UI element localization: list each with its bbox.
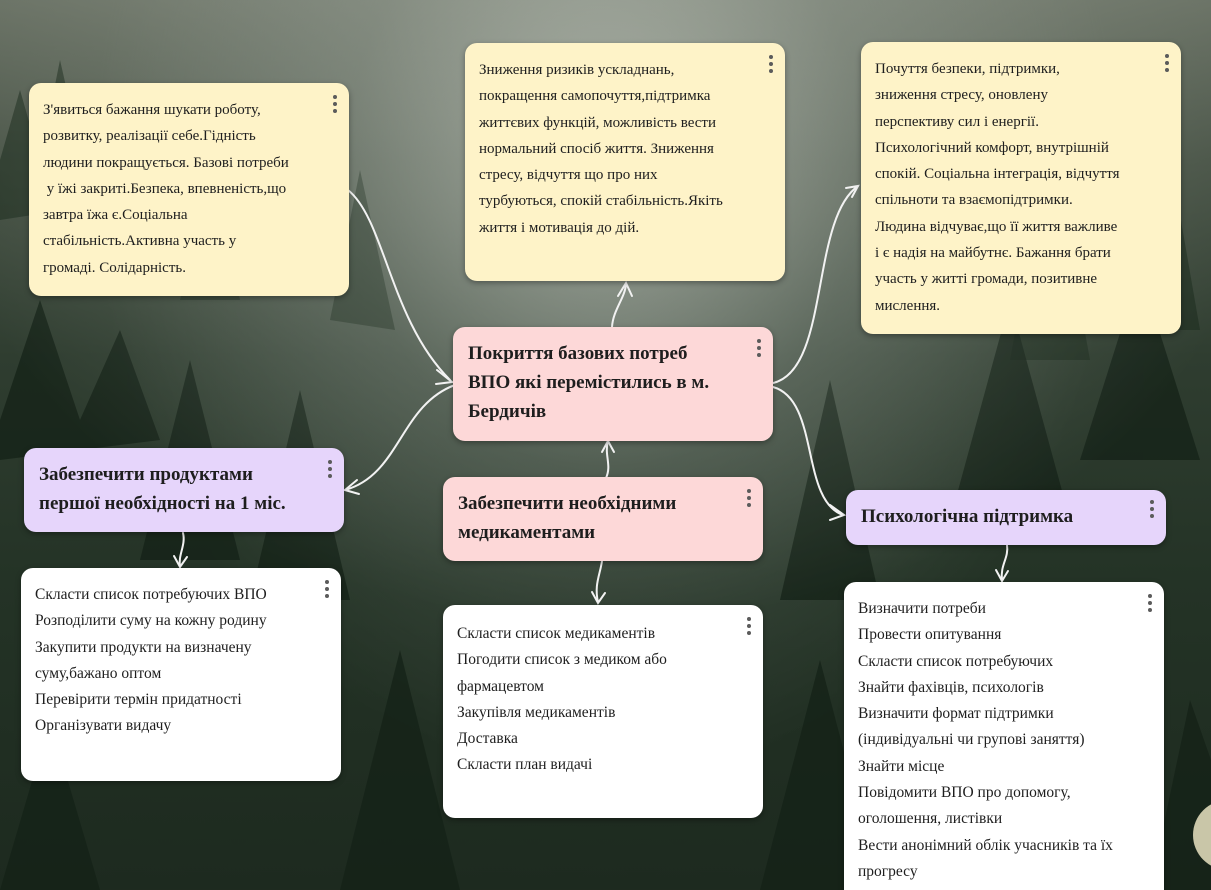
card-menu-icon[interactable] xyxy=(323,580,331,598)
task-psych-item: оголошення, листівки xyxy=(858,810,1003,828)
task-psych-item: Визначити формат підтримки xyxy=(858,705,1054,723)
central-topic-line: Бердичів xyxy=(468,401,547,422)
outcome-right-line: участь у житті громади, позитивне xyxy=(875,271,1098,288)
card-menu-icon[interactable] xyxy=(1163,54,1171,72)
task-medicine-item: Погодити список з медиком або xyxy=(457,651,667,669)
task-food-item: Скласти список потребуючих ВПО xyxy=(35,586,267,603)
outcome-center-line: покращення самопочуття,підтримка xyxy=(479,88,711,105)
outcome-left-line: З'явиться бажання шукати роботу, xyxy=(43,102,261,118)
outcome-center-line: стресу, відчуття що про них xyxy=(479,167,658,184)
card-menu-icon[interactable] xyxy=(745,489,753,507)
tasks-card-psych[interactable]: Визначити потреби Провести опитування Ск… xyxy=(844,582,1164,890)
outcome-right-line: Психологічний комфорт, внутрішній xyxy=(875,139,1109,156)
task-medicine-item: фармацевтом xyxy=(457,677,544,695)
outcome-right-line: Людина відчуває,що її життя важливе xyxy=(875,218,1118,235)
outcome-right-line: спільноти та взаємопідтримки. xyxy=(875,192,1073,209)
central-topic-card[interactable]: Покриття базових потреб ВПО які переміст… xyxy=(453,327,773,441)
task-psych-item: Провести опитування xyxy=(858,626,1002,644)
task-psych-item: Скласти список потребуючих xyxy=(858,652,1054,670)
goal-card-food[interactable]: Забезпечити продуктами першої необхіднос… xyxy=(24,448,344,532)
card-menu-icon[interactable] xyxy=(1146,594,1154,612)
task-medicine-item: Скласти план видачі xyxy=(457,756,593,774)
task-psych-item: Знайти фахівців, психологів xyxy=(858,678,1044,696)
outcome-center-line: життя і мотивація до дій. xyxy=(479,219,640,236)
goal-psych-line: Психологічна підтримка xyxy=(861,506,1074,527)
outcome-card-left[interactable]: З'явиться бажання шукати роботу, розвитк… xyxy=(29,83,349,296)
task-medicine-item: Скласти список медикаментів xyxy=(457,625,656,642)
task-psych-item: Визначити потреби xyxy=(858,600,986,617)
goal-food-line: Забезпечити продуктами xyxy=(39,464,253,485)
outcome-left-line: розвитку, реалізації себе.Гідність xyxy=(43,128,256,145)
card-menu-icon[interactable] xyxy=(326,460,334,478)
outcome-right-line: Почуття безпеки, підтримки, xyxy=(875,61,1060,77)
outcome-left-line: стабільність.Активна участь у xyxy=(43,233,237,250)
goal-medicine-line: медикаментами xyxy=(458,522,596,543)
outcome-right-line: мислення. xyxy=(875,297,941,314)
outcome-center-line: турбуються, спокій стабільність.Якіть xyxy=(479,193,723,210)
outcome-left-line: у їжі закриті.Безпека, впевненість,що xyxy=(43,180,287,197)
task-food-item: суму,бажано оптом xyxy=(35,664,162,682)
card-menu-icon[interactable] xyxy=(755,339,763,357)
task-medicine-item: Закупівля медикаментів xyxy=(457,703,616,721)
task-food-item: Розподілити суму на кожну родину xyxy=(35,612,267,630)
outcome-left-line: громаді. Солідарність. xyxy=(43,259,186,276)
outcome-card-center[interactable]: Зниження ризиків ускладнань, покращення … xyxy=(465,43,785,281)
outcome-right-line: зниження стресу, оновлену xyxy=(875,87,1048,104)
task-food-item: Організувати видачу xyxy=(35,717,172,735)
goal-food-line: першої необхідності на 1 міс. xyxy=(39,493,286,514)
outcome-right-line: і є надія на майбутнє. Бажання брати xyxy=(875,245,1111,262)
card-menu-icon[interactable] xyxy=(1148,500,1156,518)
task-food-item: Перевірити термін придатності xyxy=(35,691,242,709)
outcome-card-right[interactable]: Почуття безпеки, підтримки, зниження стр… xyxy=(861,42,1181,334)
tasks-card-food[interactable]: Скласти список потребуючих ВПО Розподіли… xyxy=(21,568,341,781)
task-psych-item: (індивідуальні чи групові заняття) xyxy=(858,731,1085,749)
central-topic-line: ВПО які перемістились в м. xyxy=(468,372,710,393)
task-psych-item: Повідомити ВПО про допомогу, xyxy=(858,784,1071,802)
card-menu-icon[interactable] xyxy=(767,55,775,73)
task-psych-item: Знайти місце xyxy=(858,757,945,775)
outcome-center-line: Зниження ризиків ускладнань, xyxy=(479,62,675,78)
goal-medicine-line: Забезпечити необхідними xyxy=(458,493,677,514)
outcome-center-line: нормальний спосіб життя. Зниження xyxy=(479,140,714,157)
outcome-right-line: спокій. Соціальна інтеграція, відчуття xyxy=(875,166,1120,183)
central-topic-line: Покриття базових потреб xyxy=(468,343,688,364)
goal-card-medicine[interactable]: Забезпечити необхідними медикаментами xyxy=(443,477,763,561)
outcome-right-line: перспективу сил і енергії. xyxy=(875,113,1039,130)
outcome-left-line: завтра їжа є.Соціальна xyxy=(43,207,188,224)
tasks-card-medicine[interactable]: Скласти список медикаментів Погодити спи… xyxy=(443,605,763,818)
task-psych-item: Вести анонімний облік учасників та їх xyxy=(858,836,1113,854)
card-menu-icon[interactable] xyxy=(331,95,339,113)
outcome-left-line: людини покращується. Базові потреби xyxy=(43,154,289,171)
floating-action-button[interactable] xyxy=(1193,800,1211,870)
goal-card-psych[interactable]: Психологічна підтримка xyxy=(846,490,1166,545)
task-food-item: Закупити продукти на визначену xyxy=(35,638,252,656)
outcome-center-line: життєвих функцій, можливість вести xyxy=(479,114,716,131)
task-medicine-item: Доставка xyxy=(457,730,518,748)
task-psych-item: прогресу xyxy=(858,862,918,880)
card-menu-icon[interactable] xyxy=(745,617,753,635)
